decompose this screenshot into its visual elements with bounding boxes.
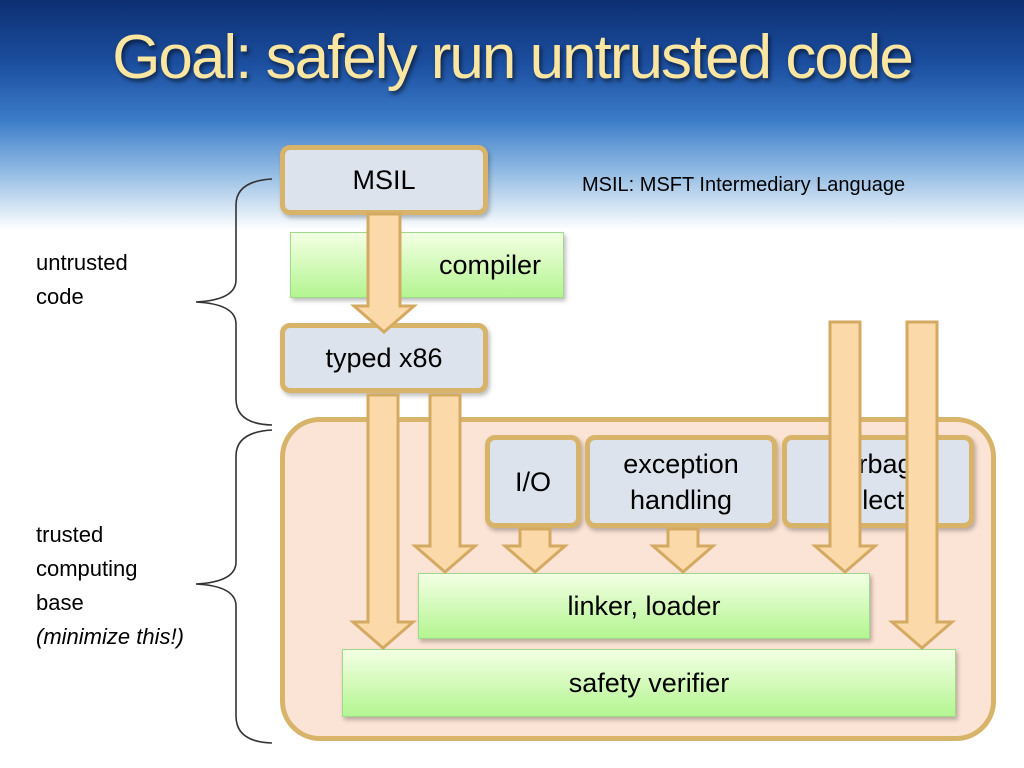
compiler-box: compiler (290, 232, 564, 298)
io-label: I/O (514, 466, 551, 497)
untrusted-label-line: code (36, 284, 84, 309)
safety-verifier-label: safety verifier (568, 667, 730, 698)
typed-x86-to-verifier-arrow (348, 393, 418, 650)
trusted-label-line: trusted (36, 522, 104, 547)
msil-label: MSIL (352, 165, 416, 195)
external-to-linker-arrow (810, 320, 880, 574)
trusted-label-line: base (36, 590, 84, 615)
untrusted-bracket (195, 178, 273, 426)
trusted-bracket (195, 429, 273, 744)
compiler-label: compiler (438, 249, 541, 280)
typed-x86-label: typed x86 (325, 343, 443, 373)
msil-definition-note: MSIL: MSFT Intermediary Language (582, 174, 906, 196)
typed-x86-to-linker-arrow (410, 393, 480, 574)
untrusted-code-label: untrusted code (36, 246, 128, 314)
io-box: I/O (485, 435, 581, 528)
trusted-label-line: computing (36, 556, 138, 581)
trusted-computing-base-label: trusted computing base (minimize this!) (36, 518, 184, 654)
io-to-linker-arrow (500, 527, 570, 574)
exception-handling-label: exception (623, 448, 739, 479)
safety-verifier-box: safety verifier (342, 649, 956, 717)
msil-box: MSIL (280, 145, 488, 215)
exception-handling-box: exception handling (585, 435, 777, 528)
exception-handling-label: handling (629, 484, 733, 515)
linker-loader-label: linker, loader (567, 590, 721, 621)
linker-loader-box: linker, loader (418, 573, 870, 639)
title-banner (0, 0, 1024, 230)
trusted-label-line: (minimize this!) (36, 624, 184, 649)
external-to-verifier-arrow (887, 320, 957, 650)
untrusted-label-line: untrusted (36, 250, 128, 275)
slide-title: Goal: safely run untrusted code (112, 23, 914, 92)
msil-to-typed-x86-arrow (349, 212, 419, 334)
exception-to-linker-arrow (648, 527, 718, 574)
